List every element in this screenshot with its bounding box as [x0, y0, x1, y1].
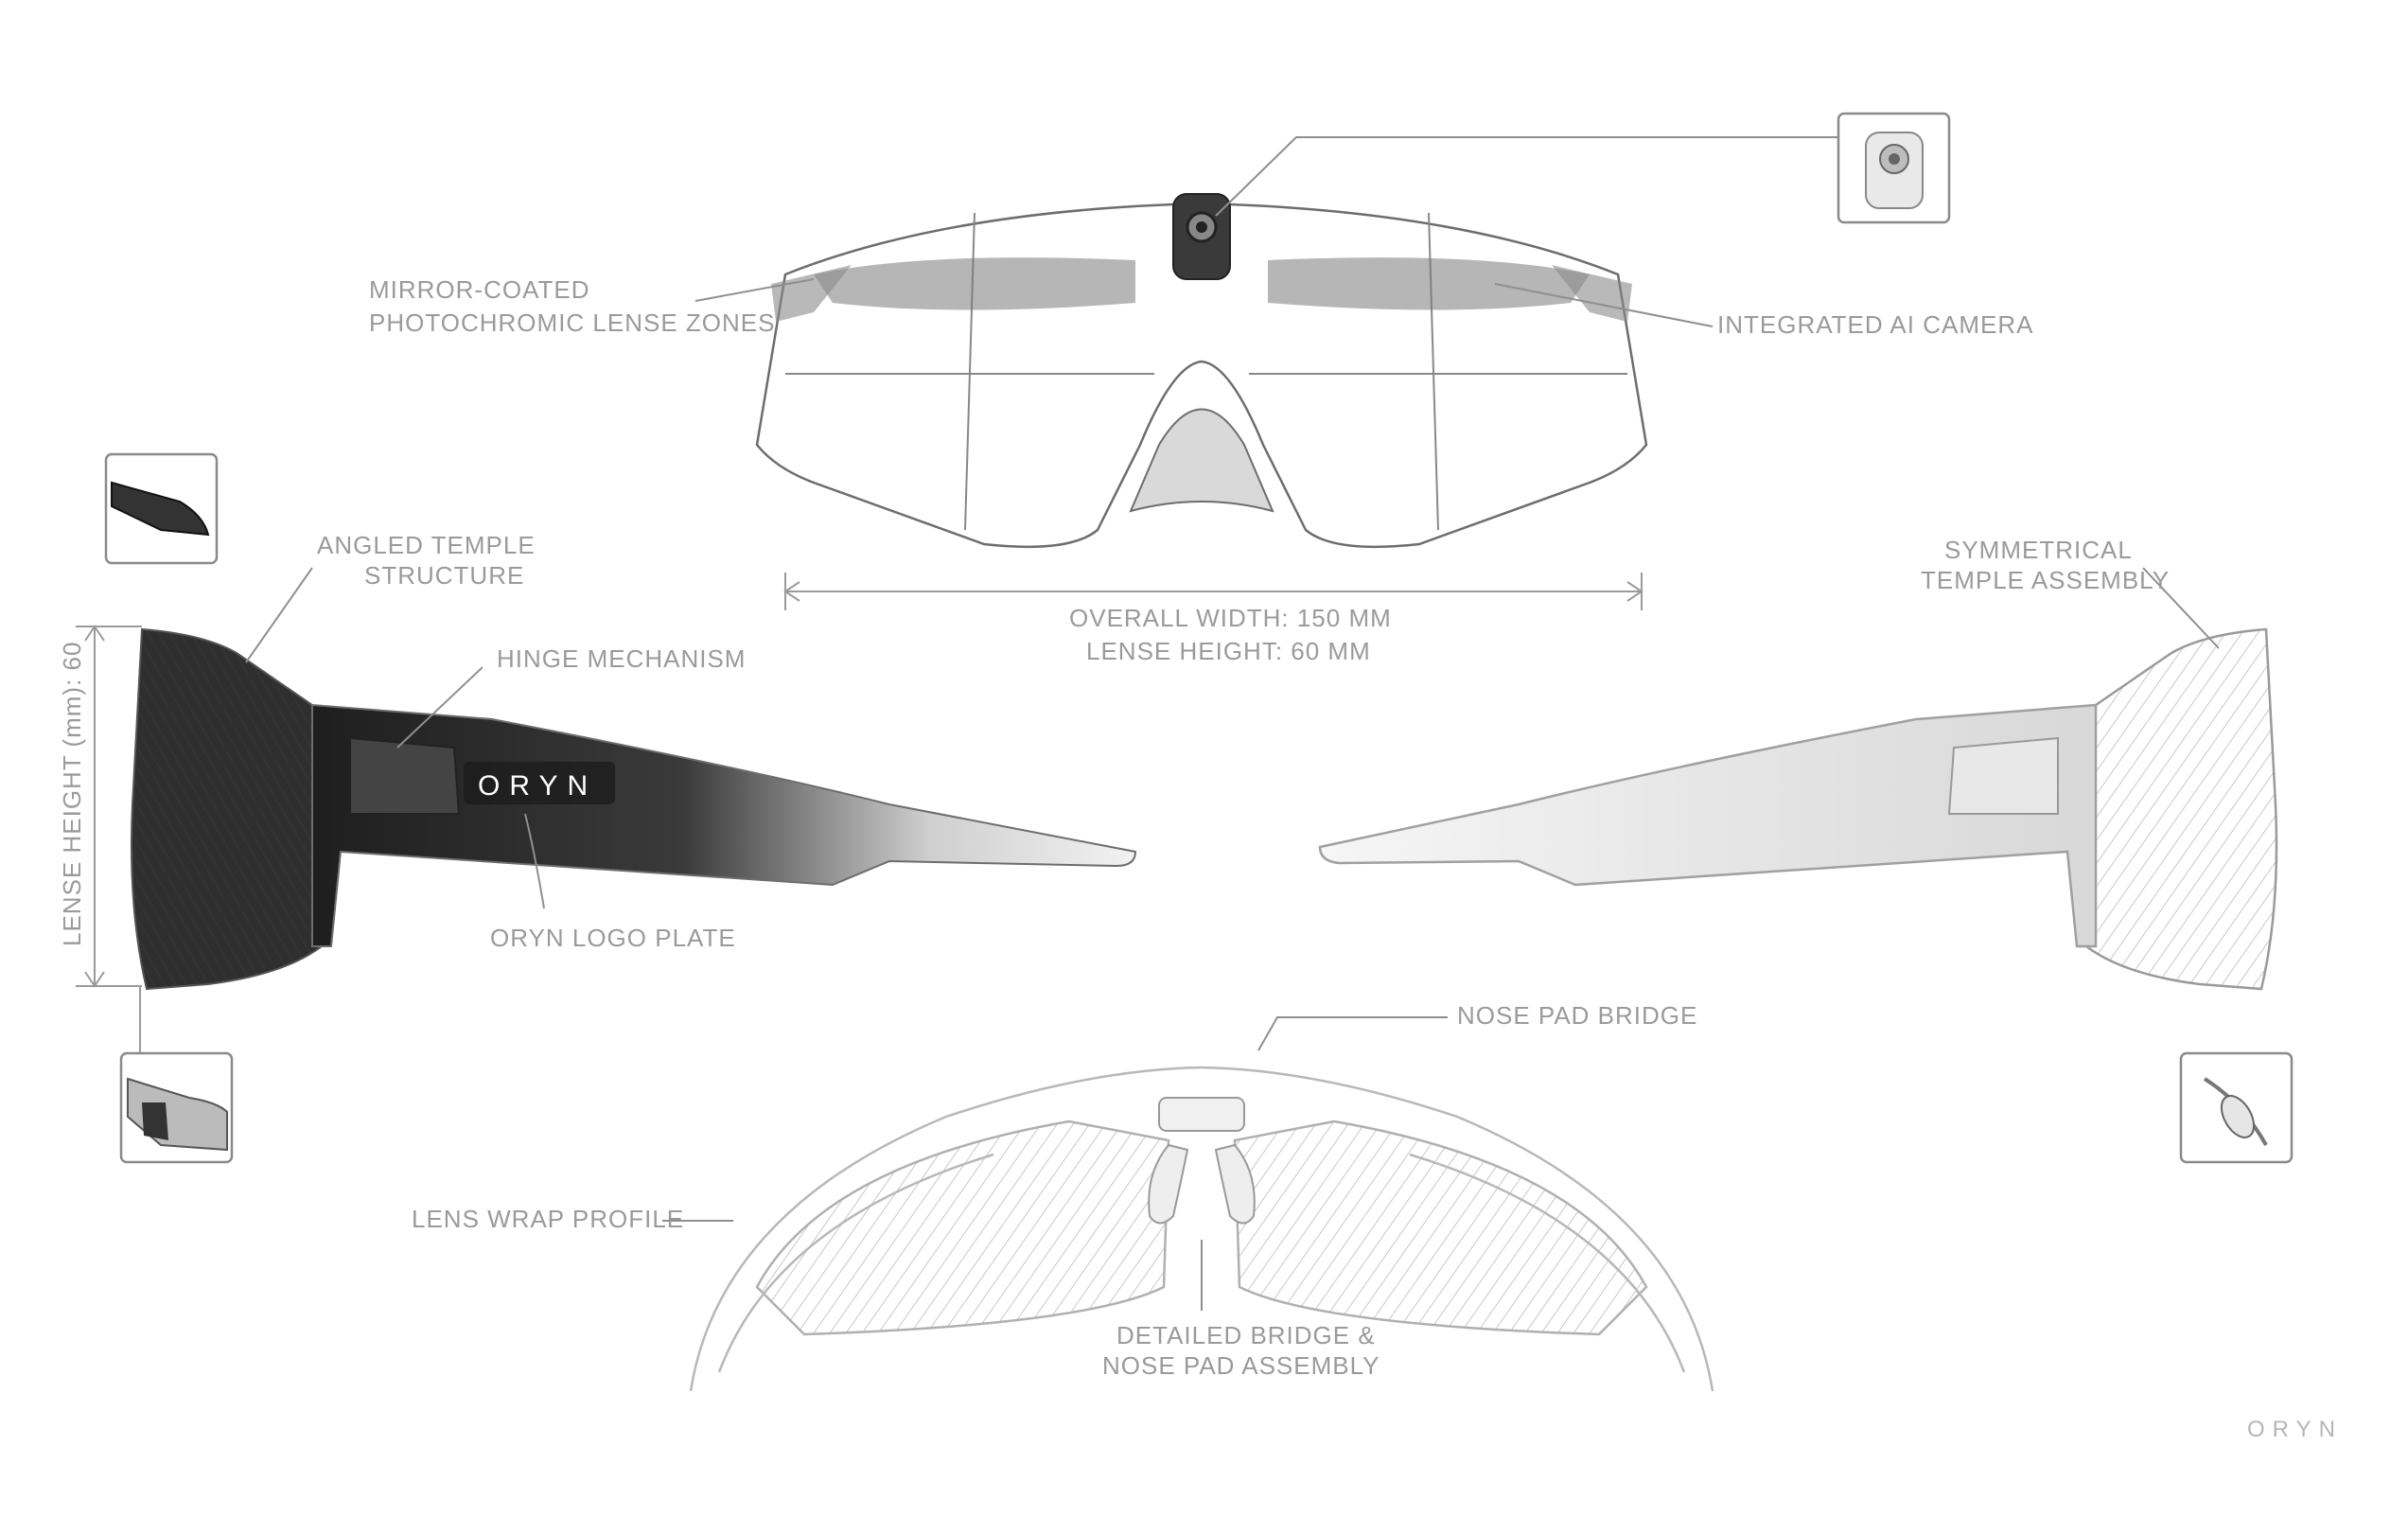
- label-angled-temple-line1: ANGLED TEMPLE: [317, 531, 536, 559]
- label-oryn-logo-plate: ORYN LOGO PLATE: [490, 924, 736, 952]
- top-lens-wrap: [755, 1120, 1170, 1336]
- label-hinge-mechanism: HINGE MECHANISM: [497, 644, 746, 673]
- temple-logo-text: ORYN: [478, 770, 597, 802]
- left-lens-shading: [132, 629, 322, 989]
- camera-lens-center: [1196, 221, 1207, 233]
- left-temple-arm: [311, 703, 1137, 947]
- label-lens-wrap-profile: LENS WRAP PROFILE: [412, 1205, 684, 1233]
- front-view: [755, 193, 1648, 549]
- label-detailed-bridge-line1: DETAILED BRIDGE &: [1116, 1321, 1376, 1349]
- thumbnail-hinge-detail: [119, 1051, 234, 1164]
- corner-watermark: ORYN: [2247, 1417, 2343, 1442]
- top-frame-outline: [689, 1066, 1714, 1392]
- top-inner-frame: [717, 1153, 1686, 1373]
- label-vertical-dimension: LENSE HEIGHT (mm): 60: [58, 642, 86, 946]
- top-bridge: [1158, 1097, 1245, 1132]
- lens-zone-lines: [785, 212, 1627, 531]
- label-angled-temple-line2: STRUCTURE: [364, 561, 524, 590]
- label-symmetrical-line2: TEMPLE ASSEMBLY: [1921, 566, 2170, 594]
- thumbnail-camera-detail: [1837, 112, 1951, 224]
- right-temple-arm: [1318, 703, 2098, 948]
- nose-pad-left: [1148, 1143, 1189, 1225]
- top-view: [689, 1066, 1714, 1392]
- top-lens-wrap-right: [1233, 1120, 1648, 1336]
- front-side-slat-left: [771, 265, 852, 322]
- front-frame-outline: [755, 202, 1648, 549]
- right-side-view: [1318, 627, 2278, 991]
- label-nose-pad-bridge: NOSE PAD BRIDGE: [1457, 1001, 1697, 1030]
- left-hinge-block: [349, 736, 461, 815]
- label-overall-width: OVERALL WIDTH: 150 MM: [1069, 604, 1392, 632]
- width-dimension: [783, 573, 1643, 610]
- mirror-zone-right: [1268, 257, 1590, 310]
- label-lense-height: LENSE HEIGHT: 60 MM: [1086, 637, 1371, 665]
- thumbnail-nose-pad-detail: [2179, 1051, 2294, 1164]
- label-detailed-bridge-line2: NOSE PAD ASSEMBLY: [1102, 1351, 1380, 1380]
- left-side-view: [131, 627, 1137, 991]
- label-integrated-camera: INTEGRATED AI CAMERA: [1717, 310, 2033, 339]
- right-lens-side: [2084, 627, 2278, 991]
- label-mirror-coated-line1: MIRROR-COATED: [369, 275, 590, 304]
- front-nose-bridge: [1129, 408, 1274, 513]
- height-dimension: [76, 625, 142, 1060]
- label-symmetrical-line1: SYMMETRICAL: [1944, 536, 2133, 564]
- mirror-zone-left: [814, 257, 1135, 310]
- leader-lines: [245, 136, 2220, 1311]
- right-hinge-block: [1947, 736, 2059, 815]
- label-mirror-coated-line2: PHOTOCHROMIC LENSE ZONES: [369, 309, 775, 337]
- oryn-logo-plate: [464, 762, 615, 804]
- nose-pad-right: [1214, 1143, 1256, 1225]
- thumbnail-temple-tip-detail: [104, 452, 219, 565]
